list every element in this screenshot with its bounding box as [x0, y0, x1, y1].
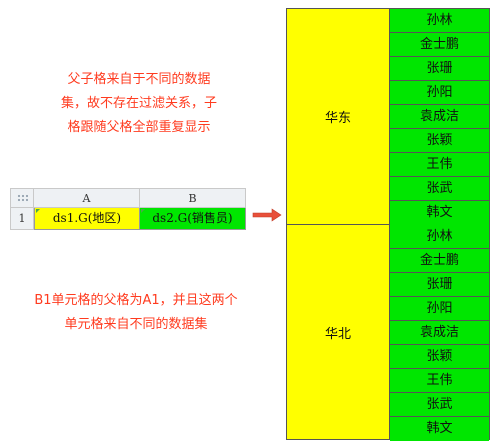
salesperson-cell: 孙林 [390, 9, 489, 33]
salesperson-cell: 韩文 [390, 417, 489, 441]
explanation-note-bottom: B1单元格的父格为A1，并且这两个 单元格来自不同的数据集 [26, 289, 246, 337]
result-table: 华东 孙林 金士鹏 张珊 孙阳 袁成洁 张颖 王伟 张武 韩文 华北 孙林 金士… [286, 8, 490, 441]
salesperson-cell: 金士鹏 [390, 249, 489, 273]
cell-a1-text: ds1.G(地区) [52, 211, 122, 225]
select-all-corner[interactable] [10, 188, 34, 208]
salesperson-list: 孙林 金士鹏 张珊 孙阳 袁成洁 张颖 王伟 张武 韩文 [390, 225, 489, 441]
cell-b1-text: ds2.G(销售员) [152, 211, 233, 225]
salesperson-cell: 张珊 [390, 273, 489, 297]
salesperson-cell: 王伟 [390, 369, 489, 393]
cell-marker-icon [36, 209, 40, 213]
region-cell: 华东 [287, 9, 390, 225]
salesperson-cell: 张颖 [390, 345, 489, 369]
salesperson-cell: 孙林 [390, 225, 489, 249]
salesperson-cell: 韩文 [390, 201, 489, 225]
mini-spreadsheet: A B 1 ds1.G(地区) ds2.G(销售员) [10, 188, 246, 230]
salesperson-cell: 孙阳 [390, 81, 489, 105]
right-arrow-icon [252, 208, 282, 222]
salesperson-cell: 张武 [390, 393, 489, 417]
note-line: 父子格来自于不同的数据 [67, 72, 211, 87]
row-header-1[interactable]: 1 [10, 208, 34, 230]
cell-a1[interactable]: ds1.G(地区) [34, 208, 140, 230]
note-line: 集，故不存在过滤关系，子 [60, 96, 217, 111]
column-header-b[interactable]: B [140, 188, 246, 208]
region-label: 华北 [324, 326, 351, 342]
salesperson-cell: 张珊 [390, 57, 489, 81]
explanation-note-top: 父子格来自于不同的数据 集，故不存在过滤关系，子 格跟随父格全部重复显示 [44, 68, 234, 140]
salesperson-list: 孙林 金士鹏 张珊 孙阳 袁成洁 张颖 王伟 张武 韩文 [390, 9, 489, 225]
salesperson-cell: 张武 [390, 177, 489, 201]
note-line: B1单元格的父格为A1，并且这两个 [34, 293, 238, 308]
region-label: 华东 [324, 111, 351, 126]
salesperson-cell: 袁成洁 [390, 105, 489, 129]
column-header-a[interactable]: A [34, 188, 140, 208]
grid-dots-icon [17, 194, 28, 203]
salesperson-cell: 金士鹏 [390, 33, 489, 57]
salesperson-cell: 王伟 [390, 153, 489, 177]
region-cell: 华北 [287, 225, 390, 439]
note-line: 单元格来自不同的数据集 [64, 317, 208, 332]
cell-b1[interactable]: ds2.G(销售员) [140, 208, 246, 230]
cell-marker-icon [141, 209, 145, 213]
salesperson-cell: 袁成洁 [390, 321, 489, 345]
note-line: 格跟随父格全部重复显示 [67, 120, 211, 135]
salesperson-cell: 张颖 [390, 129, 489, 153]
salesperson-cell: 孙阳 [390, 297, 489, 321]
